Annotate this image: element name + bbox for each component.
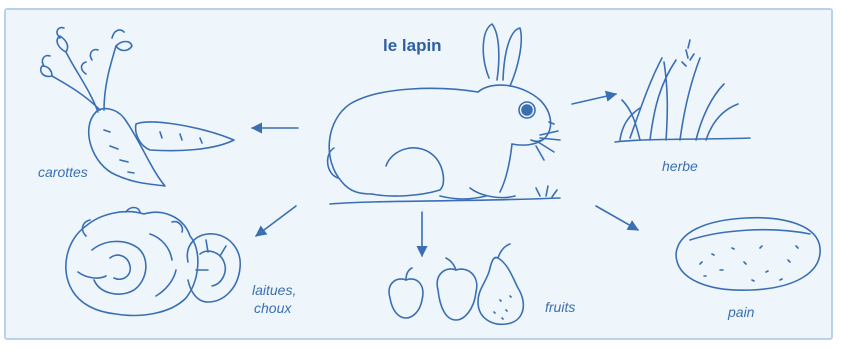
label-laitues: laitues, xyxy=(252,282,296,298)
label-carottes: carottes xyxy=(38,164,88,180)
lettuce-cabbage-illustration xyxy=(66,208,240,316)
grass-illustration xyxy=(615,40,750,142)
diagram-title: le lapin xyxy=(383,36,442,56)
fruits-illustration xyxy=(389,244,523,324)
label-pain: pain xyxy=(728,304,754,320)
carrots-illustration xyxy=(41,28,234,186)
label-fruits: fruits xyxy=(545,299,575,315)
label-choux: choux xyxy=(254,300,291,316)
rabbit-illustration xyxy=(328,24,560,204)
food-arrows xyxy=(252,94,638,256)
bread-illustration xyxy=(676,218,820,290)
label-herbe: herbe xyxy=(662,158,698,174)
